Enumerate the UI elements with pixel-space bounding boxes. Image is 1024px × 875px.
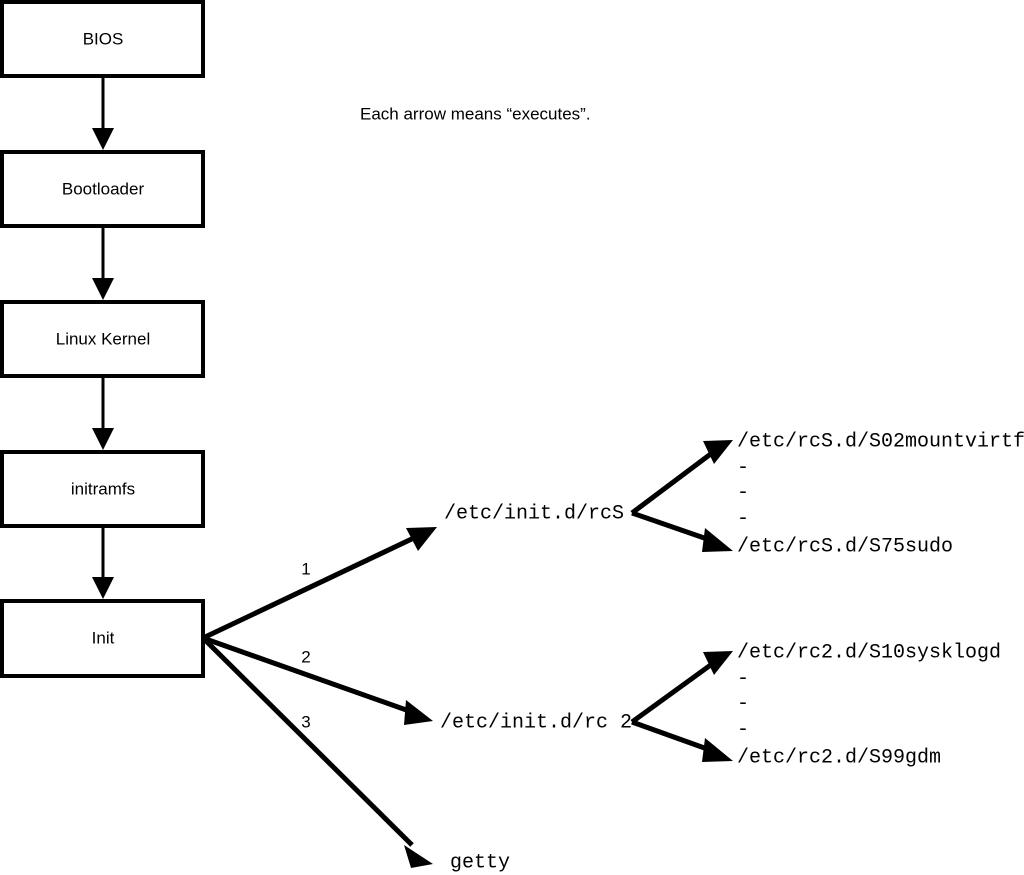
arrow-rc2-to-last-script	[631, 719, 733, 762]
rcs-ellipsis-dash-3: -	[737, 507, 749, 530]
label-rc2-first-script[interactable]: /etc/rc2.d/S10sysklogd	[737, 641, 1001, 664]
node-initramfs-rect	[0, 450, 205, 528]
rcs-ellipsis-dash-1: -	[737, 456, 749, 479]
arrow-init-branch-1	[201, 527, 437, 641]
branch-2-number: 2	[301, 647, 310, 666]
node-linux-kernel-label: Linux Kernel	[56, 329, 151, 348]
node-init-rect	[0, 599, 205, 678]
node-bios-rect	[0, 0, 205, 78]
label-rcs-first-script[interactable]: /etc/rcS.d/S02mountvirtfs	[737, 430, 1024, 453]
arrow-init-branch-3	[201, 636, 433, 868]
arrow-bootloader-to-kernel	[92, 226, 114, 300]
arrow-rcs-to-last-script	[631, 510, 733, 552]
node-init-label: Init	[92, 628, 115, 647]
arrow-kernel-to-initramfs	[92, 376, 114, 450]
node-initramfs-label: initramfs	[71, 479, 135, 498]
branch-1-number: 1	[301, 559, 310, 578]
node-init[interactable]: Init	[0, 599, 205, 678]
branch-3-number: 3	[301, 712, 310, 731]
label-rc2-last-script[interactable]: /etc/rc2.d/S99gdm	[737, 746, 941, 769]
rc2-ellipsis-dash-3: -	[737, 718, 749, 741]
arrow-rc2-to-first-script	[630, 651, 733, 725]
rc2-ellipsis-dash-1: -	[737, 667, 749, 690]
rcs-ellipsis-dash-2: -	[737, 481, 749, 504]
arrow-rcs-to-first-script	[630, 440, 733, 515]
node-linux-kernel[interactable]: Linux Kernel	[0, 300, 205, 378]
arrow-initramfs-to-init	[92, 526, 114, 599]
rc2-ellipsis-dash-2: -	[737, 692, 749, 715]
label-etc-init-d-rc-2[interactable]: /etc/init.d/rc 2	[440, 711, 632, 734]
node-bios-label: BIOS	[83, 29, 124, 48]
label-etc-init-d-rcs[interactable]: /etc/init.d/rcS	[444, 502, 624, 525]
node-bios[interactable]: BIOS	[0, 0, 205, 78]
arrow-init-branch-2	[202, 635, 433, 725]
node-initramfs[interactable]: initramfs	[0, 450, 205, 528]
arrow-bios-to-bootloader	[92, 76, 114, 150]
legend-note: Each arrow means “executes”.	[360, 104, 591, 123]
label-rcs-last-script[interactable]: /etc/rcS.d/S75sudo	[737, 535, 953, 558]
node-bootloader[interactable]: Bootloader	[0, 150, 205, 228]
node-bootloader-label: Bootloader	[62, 179, 145, 198]
label-getty[interactable]: getty	[450, 851, 510, 874]
